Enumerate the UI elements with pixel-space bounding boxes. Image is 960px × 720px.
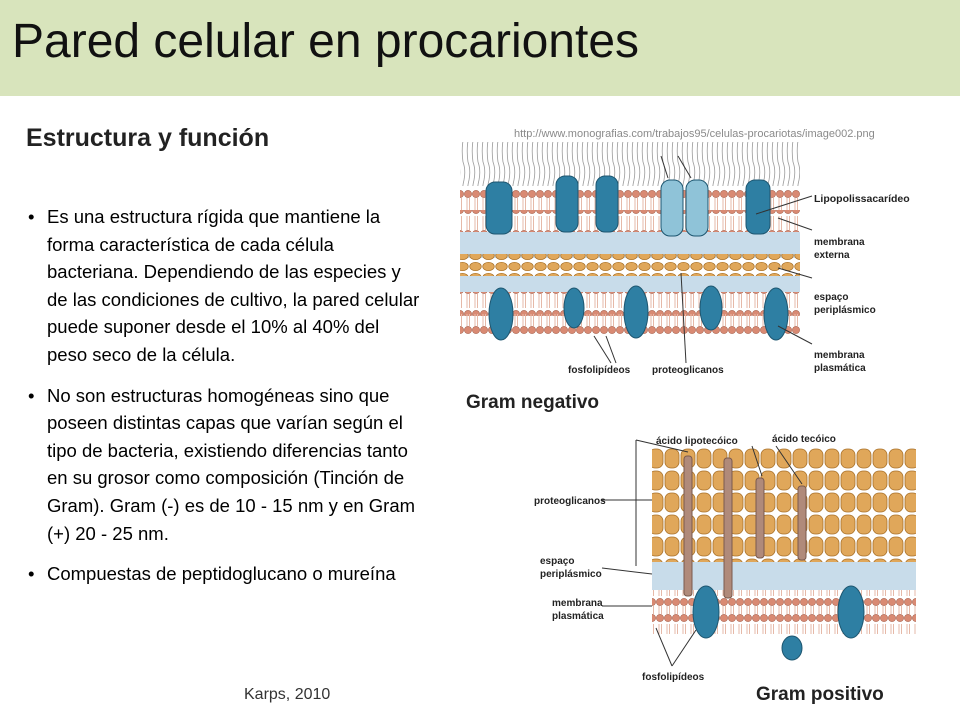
label-lipoteichoic-acid: ácido lipotecóico <box>656 436 738 447</box>
lps-layer <box>460 142 800 186</box>
image-source-url: http://www.monografias.com/trabajos95/ce… <box>514 128 875 140</box>
label-outer-membrane: membrana <box>814 237 865 248</box>
label-plasma-membrane: plasmática <box>814 363 866 374</box>
label-peptidoglycan: proteoglicanos <box>534 496 606 507</box>
bullet-item: Es una estructura rígida que mantiene la… <box>28 203 422 369</box>
teichoic-acid <box>797 485 807 561</box>
teichoic-acid <box>755 477 765 559</box>
gram-negative-title: Gram negativo <box>466 392 599 413</box>
citation: Karps, 2010 <box>244 686 331 703</box>
label-teichoic-acid: ácido tecóico <box>772 434 836 445</box>
slide-title: Pared celular en procariontes <box>12 15 640 68</box>
porin-protein <box>685 179 709 237</box>
plasma-membrane-inner-leaflet <box>652 612 916 634</box>
peptidoglycan-layer <box>460 254 800 276</box>
porin-protein <box>745 179 771 235</box>
periplasmic-space <box>460 232 800 258</box>
label-plasma-membrane: membrana <box>814 350 865 361</box>
label-plasma-membrane: plasmática <box>552 611 604 622</box>
porin-protein <box>555 175 579 233</box>
bullet-list: Es una estructura rígida que mantiene la… <box>28 203 422 601</box>
periplasmic-space <box>652 562 916 590</box>
membrane-protein <box>699 285 723 331</box>
label-plasma-membrane: membrana <box>552 598 603 609</box>
outer-membrane <box>460 188 800 212</box>
membrane-protein <box>837 585 865 639</box>
porin-protein <box>660 179 684 237</box>
lipoteichoic-acid <box>683 455 693 597</box>
membrane-protein <box>781 635 803 661</box>
label-periplasmic-space: periplásmico <box>540 569 602 580</box>
thick-peptidoglycan-layer <box>652 448 916 562</box>
membrane-protein <box>563 287 585 329</box>
bullet-item: Compuestas de peptidoglucano o mureína <box>28 560 422 588</box>
title-bar: Pared celular en procariontes <box>0 0 960 96</box>
cell-wall-figure: Lipopolissacarídeo membrana externa espa… <box>460 142 916 705</box>
porin-protein <box>595 175 619 233</box>
label-lipopolysaccharide: Lipopolissacarídeo <box>814 193 910 205</box>
label-outer-membrane: externa <box>814 250 850 261</box>
label-peptidoglycan: proteoglicanos <box>652 365 724 376</box>
membrane-protein <box>763 287 789 341</box>
gram-positive-title: Gram positivo <box>756 684 884 705</box>
membrane-protein <box>692 585 720 639</box>
membrane-protein <box>623 285 649 339</box>
label-periplasmic-space: espaço <box>814 292 848 303</box>
outer-membrane-inner-leaflet <box>460 210 800 232</box>
gram-positive-diagram: ácido lipotecóico ácido tecóico proteogl… <box>534 434 916 705</box>
bullet-item: No son estructuras homogéneas sino que p… <box>28 382 422 548</box>
membrane-protein <box>488 287 514 341</box>
gram-negative-diagram: Lipopolissacarídeo membrana externa espa… <box>460 142 910 413</box>
lipoteichoic-acid <box>723 457 733 599</box>
label-phospholipids: fosfolipídeos <box>568 365 631 376</box>
porin-protein <box>485 181 513 235</box>
label-periplasmic-space: periplásmico <box>814 305 876 316</box>
label-phospholipids: fosfolipídeos <box>642 672 705 683</box>
label-periplasmic-space: espaço <box>540 556 574 567</box>
slide-subtitle: Estructura y función <box>26 124 270 152</box>
